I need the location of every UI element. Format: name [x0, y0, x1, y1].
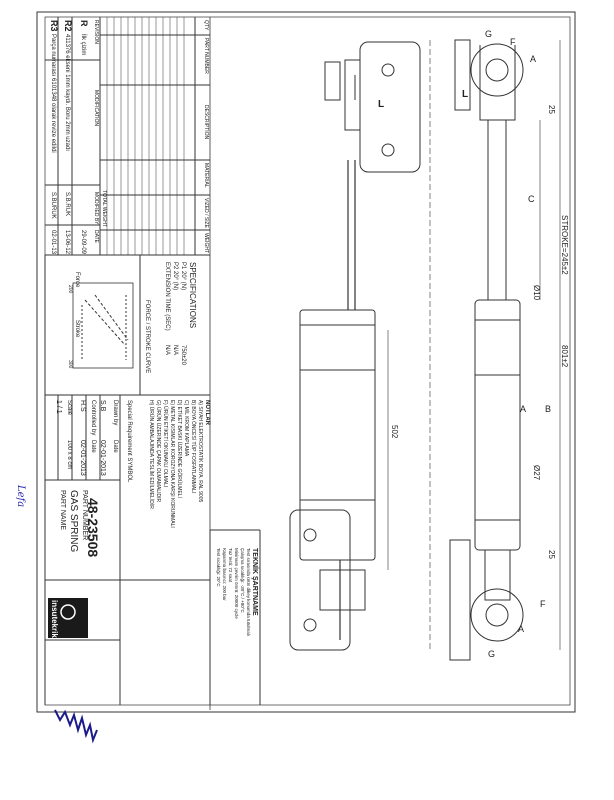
bom-header-weight: WEIGHT: [203, 233, 209, 253]
rev-row-by: S.B.RUK: [64, 192, 70, 217]
rev-header-by: MODIFIED BY: [93, 192, 99, 225]
bom-header-size: VIZED / SIZE: [203, 198, 209, 229]
note-line: D) ETİKET BASKI ÜZERİNDE GÖRÜLMELİ: [176, 400, 182, 498]
part-name-label: PART NAME: [59, 490, 66, 531]
spec-extension-time: EXTENSION TIME (SEC): [164, 262, 170, 331]
note-line: G) ÜRÜN ÜZERİNDE ÇAPAK OLMAMALIDIR: [155, 400, 161, 503]
bottom-bracket: [289, 509, 351, 651]
scale-label: Scale: [66, 400, 72, 416]
teknik-title: TEKNİK ŞARTNAME: [251, 548, 258, 616]
rev-header-mod: MODIFICATION: [93, 90, 99, 127]
label-f-bottom: F: [540, 599, 546, 609]
dim-tube-diameter: Ø27: [532, 465, 541, 481]
curve-title: FORCE / STROKE CURVE: [144, 300, 150, 374]
signature-scribble: [54, 709, 98, 744]
rev-row-code: R: [79, 20, 89, 27]
curve-frame: [72, 282, 134, 369]
controlled-date-label: Date: [90, 440, 96, 453]
teknik-line: Test sırasında ürün dikey konumda tutulm…: [246, 548, 251, 637]
bom-header-material: MATERIAL: [203, 163, 209, 188]
teknik-line: Test sıcaklığı: 20°C: [216, 548, 221, 587]
note-line: F) ÜRÜN ETİKETİ OKUNAKLI OLMALI: [162, 400, 168, 488]
label-f-top: F: [510, 37, 516, 47]
curve-x-start: 200: [67, 285, 73, 294]
top-bracket: [359, 41, 421, 173]
dim-body-length: 502: [390, 425, 399, 439]
rev-row-by: S.BURUK: [50, 192, 56, 219]
outer-frame: [36, 11, 576, 713]
rev-row-mod: Parça numarası 6101348 olarak revize edi…: [50, 34, 56, 153]
top-eye: [470, 43, 524, 97]
note-line: A) SIYAH ELEKTROSTATİK BOYA. RAL 9005: [197, 400, 203, 503]
sheet-size: 100 x 8 cm: [66, 440, 72, 470]
dim-rod-diameter: Ø10: [532, 285, 541, 301]
spec-p1-value: 750±20: [180, 345, 186, 365]
spec-extension-value: N/A: [164, 345, 170, 356]
drawn-date-value: 02-01-2013: [99, 440, 106, 476]
note-line: B) BOYA ÖNCESİ TÜP FOSFATLANMALI: [190, 400, 196, 494]
rev-row-date: 29-09-09: [80, 230, 86, 255]
bom-header-description: DESCRIPTION: [203, 105, 209, 140]
curve-x-end: 300: [67, 360, 73, 369]
note-line: H) ÜRÜN AMBALAJINDA TESLİM EDİLMELİDİR: [148, 400, 154, 509]
label-b: B: [545, 404, 552, 414]
controlled-by-label: Controlled by: [90, 400, 96, 436]
label-a-bottom: A: [518, 624, 525, 634]
part-number-label: PART NUMBER: [81, 490, 88, 541]
teknik-line: Minimum çevrim ömrü: 20000 cycle: [234, 548, 239, 619]
spec-title: SPECIFICATIONS: [188, 262, 197, 329]
drawn-date-label: Date: [112, 440, 118, 453]
bom-header-qty: QTY: [203, 20, 209, 31]
rev-row-mod: İlk çizim: [80, 34, 86, 56]
teknik-line: Kapanma basıncı: 200 bar: [222, 548, 227, 601]
dim-stroke: STROKE=245±2: [560, 215, 569, 275]
teknik-line: Tuz testi: 72 saat: [228, 548, 233, 583]
label-g-bottom: G: [488, 649, 496, 659]
spec-p2: P2 20° (N): [172, 262, 178, 291]
controlled-date-value: 02-01-2013: [79, 440, 86, 476]
rev-row-code: R3: [49, 20, 59, 32]
teknik-line: Çalışma sıcaklığı: -30°C / +80°C: [240, 548, 245, 613]
dim-bottom-25: 25: [547, 550, 556, 559]
spec-p2-value: N/A: [172, 345, 178, 356]
rev-row-mod: 411376 ekseni 1mm kaydı. Boru 2mm uzadı: [64, 34, 70, 151]
lower-tube: [474, 299, 521, 551]
label-a-top: A: [530, 54, 537, 64]
upper-tube: [299, 309, 376, 561]
label-a-mid: A: [520, 404, 527, 414]
bottom-eye: [470, 588, 524, 642]
bom-total-weight: TOTAL WEIGHT: [101, 190, 107, 227]
dim-total-length: 801±2: [560, 345, 569, 368]
brand-name: insutekrik: [50, 600, 59, 638]
part-name-value: GAS SPRING: [68, 490, 79, 553]
handwritten-note: Lefa: [15, 485, 26, 508]
label-l-right: L: [462, 89, 469, 100]
rev-header-date: DATE: [93, 230, 99, 243]
special-requirement: Special Requirement SYMBOL: [126, 400, 132, 483]
curve-stroke-axis: Stroke: [74, 320, 80, 338]
note-line: C) MİL KROM KAPLAMA: [183, 400, 189, 457]
curve-force-axis: Force: [74, 272, 80, 288]
drawn-by-value: S.B: [99, 400, 106, 412]
notes-title: NOTLAR: [204, 400, 210, 425]
label-c: C: [528, 194, 535, 204]
controlled-by-value: H.S: [79, 400, 86, 412]
rev-row-date: 13-06-12: [64, 230, 70, 255]
rev-row-date: 02-01-13: [50, 230, 56, 255]
rev-header: REVISION: [93, 20, 99, 44]
dim-top-25: 25: [547, 105, 556, 114]
label-g-top: G: [485, 29, 493, 39]
bom-header-part-number: PART NUMBER: [203, 38, 209, 74]
drawn-by-label: Drawn by: [112, 400, 118, 426]
scale-value: 1 / 1: [55, 400, 62, 414]
part-number-value: 48-23508: [85, 498, 101, 558]
spec-p1: P1 20° (N): [180, 262, 186, 291]
label-l-left: L: [378, 99, 385, 110]
note-line: E) METAL KISIMLAR KOROZYONA KARŞI KORUNM…: [169, 400, 175, 528]
rev-row-code: R2: [63, 20, 73, 32]
